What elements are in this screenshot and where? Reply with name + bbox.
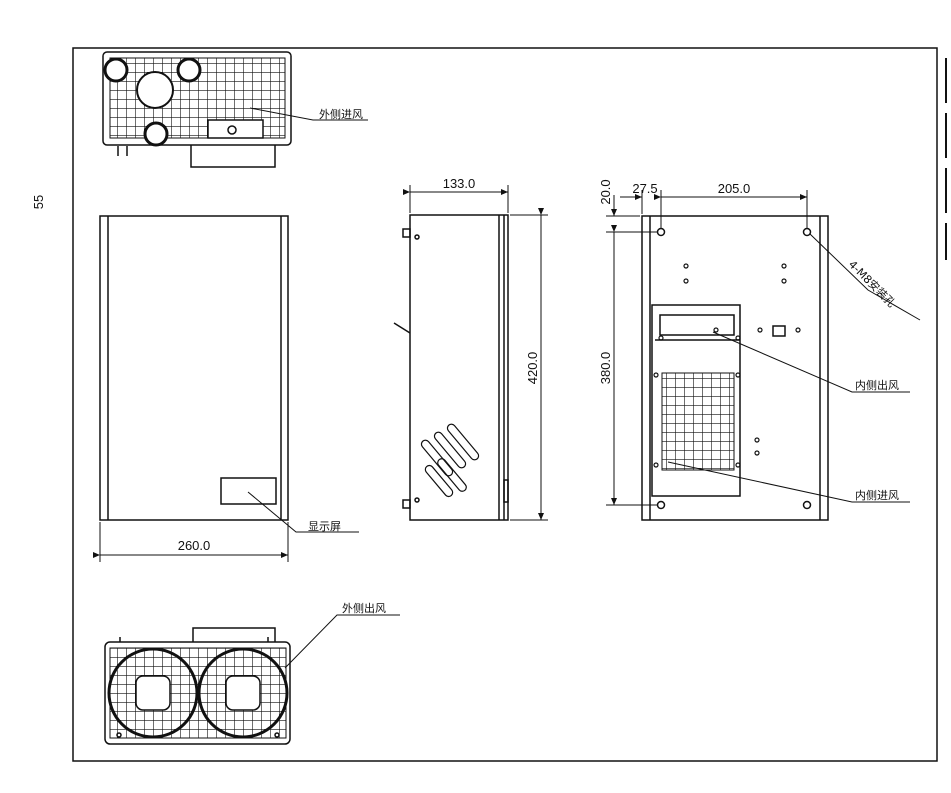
- leader-lines: [247, 107, 921, 669]
- outer-inlet-label: 外侧进风: [319, 108, 363, 121]
- hole-offset-y: 20.0: [598, 179, 613, 204]
- drawing-frame: [72, 47, 938, 762]
- side-view: [393, 214, 509, 521]
- bottom-view: [104, 627, 291, 745]
- hole-pitch-horizontal: 205.0: [718, 181, 751, 196]
- outer-outlet-label: 外侧出风: [342, 601, 386, 615]
- height-dimension: 420.0: [525, 352, 540, 385]
- mount-holes-label: 4-M8安装孔: [846, 257, 899, 310]
- rear-view: [641, 215, 829, 521]
- mount-hole: [656, 227, 666, 237]
- hole-pitch-vertical: 380.0: [598, 352, 613, 385]
- width-dimension: 260.0: [178, 538, 211, 553]
- hole-offset-x: 27.5: [632, 181, 657, 196]
- depth-dimension: 133.0: [443, 176, 476, 191]
- display-label: 显示屏: [308, 520, 341, 533]
- dimension-lines: [93, 185, 808, 562]
- page-number: 55: [31, 195, 46, 209]
- inner-outlet-label: 内侧出风: [855, 378, 899, 392]
- top-view: [102, 51, 292, 168]
- mount-hole: [802, 227, 812, 237]
- front-view: [99, 215, 289, 521]
- mount-hole: [656, 500, 666, 510]
- inner-inlet-label: 内侧进风: [855, 488, 899, 502]
- display-window: [220, 477, 277, 505]
- mount-hole: [802, 500, 812, 510]
